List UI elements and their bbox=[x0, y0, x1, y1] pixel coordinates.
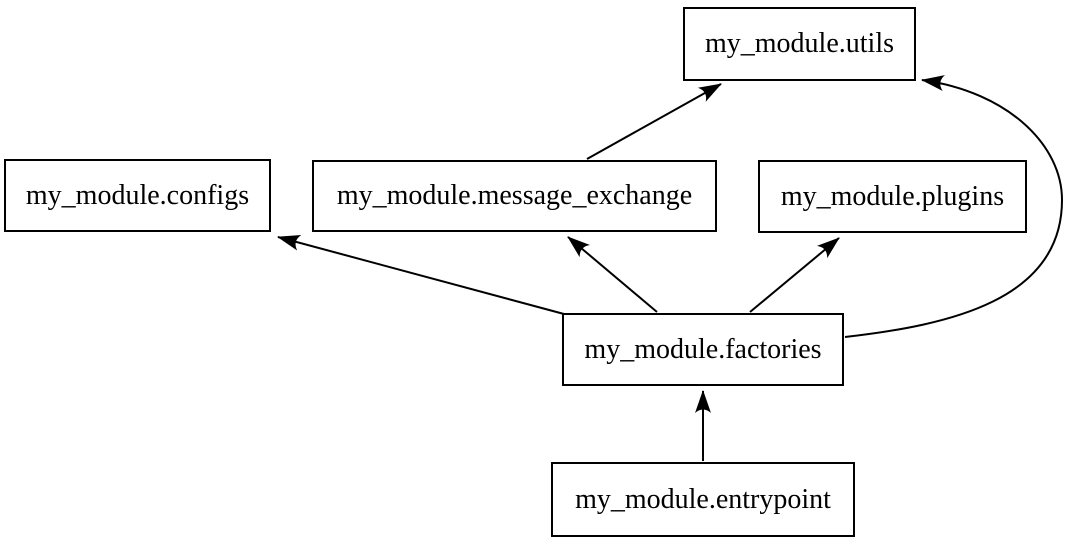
node-plugins-label: my_module.plugins bbox=[780, 180, 1005, 212]
node-configs: my_module.configs bbox=[4, 159, 271, 232]
edge-factories-to-utils bbox=[844, 75, 1064, 338]
node-configs-label: my_module.configs bbox=[25, 179, 250, 211]
node-utils: my_module.utils bbox=[683, 7, 916, 81]
node-message-exchange-label: my_module.message_exchange bbox=[336, 180, 693, 211]
node-message-exchange: my_module.message_exchange bbox=[312, 160, 717, 232]
node-plugins: my_module.plugins bbox=[758, 160, 1027, 233]
node-entrypoint-label: my_module.entrypoint bbox=[575, 483, 831, 515]
edge-factories-to-configs bbox=[277, 234, 565, 315]
edge-factories-to-message_exchange bbox=[567, 236, 658, 313]
node-factories-label: my_module.factories bbox=[584, 333, 822, 365]
node-entrypoint: my_module.entrypoint bbox=[551, 462, 855, 537]
edge-message_exchange-to-utils bbox=[586, 83, 722, 160]
node-factories: my_module.factories bbox=[562, 313, 844, 386]
node-utils-label: my_module.utils bbox=[705, 28, 894, 59]
edge-factories-to-plugins bbox=[749, 237, 840, 313]
